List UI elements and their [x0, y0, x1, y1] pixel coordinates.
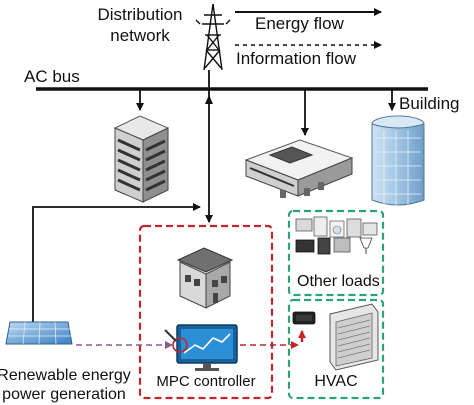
upward-energy-arrow	[205, 95, 213, 104]
information-flow-label: Information flow	[236, 49, 356, 68]
energy-flow-label: Energy flow	[255, 14, 344, 33]
monitor-icon	[164, 324, 238, 371]
mpc-controller-label: MPC controller	[156, 373, 256, 390]
renewable-label-line2: power generation	[2, 386, 126, 403]
distribution-network-label-line1: Distribution	[97, 5, 183, 24]
transmission-tower-icon	[195, 3, 231, 71]
factory-building-icon	[244, 139, 354, 198]
building-label: Building	[399, 94, 460, 113]
hvac-box	[287, 298, 385, 400]
renewable-label-line1: Renewable energy	[0, 367, 131, 384]
distribution-network-label-line2: network	[110, 26, 170, 45]
office-building-icon	[113, 115, 170, 203]
skyscraper-icon	[371, 115, 425, 206]
solar-panel-icon	[5, 321, 73, 345]
hvac-label: HVAC	[314, 373, 358, 390]
hvac-unit-icon	[292, 303, 379, 371]
mpc-controller-box	[138, 224, 274, 400]
renewable-feed-line	[32, 203, 201, 322]
appliances-icon	[295, 216, 378, 255]
other-loads-label: Other loads	[297, 273, 380, 290]
ac-bus-label: AC bus	[24, 67, 80, 86]
house-icon	[176, 247, 234, 309]
